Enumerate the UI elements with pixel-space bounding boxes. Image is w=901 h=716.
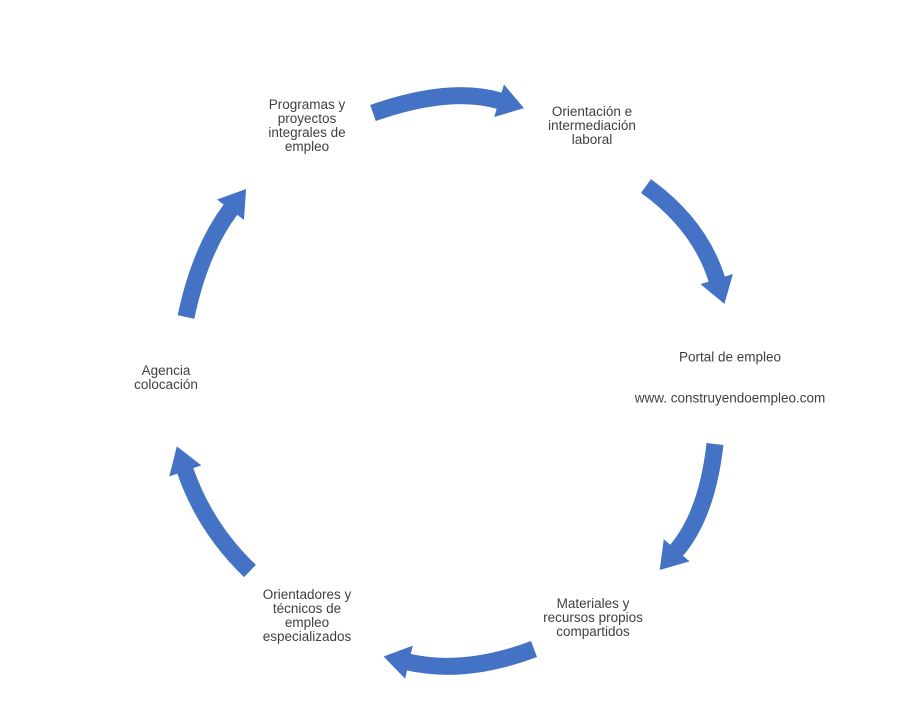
arrow-agencia-to-programas <box>177 189 247 319</box>
node-label-orientacion-intermediacion: Orientación e intermediación laboral <box>548 104 636 147</box>
portal-empleo-title: Portal de empleo <box>678 349 782 365</box>
node-label-programas-proyectos-integrales: Programas y proyectos integrales de empl… <box>268 97 346 154</box>
portal-empleo-url: www. construyendoempleo.com <box>634 390 826 406</box>
node-label-agencia-colocacion: Agencia colocación <box>134 363 198 392</box>
arrow-portal-to-materiales <box>659 443 724 570</box>
node-label-portal-empleo: Portal de empleo www. construyendoempleo… <box>635 337 826 420</box>
arrow-orientacion-to-portal <box>640 179 733 304</box>
arrow-orientadores-to-agencia <box>169 446 256 578</box>
node-label-materiales-recursos: Materiales y recursos propios compartido… <box>543 596 643 639</box>
arrow-programas-to-orientacion <box>370 84 524 122</box>
arrow-materiales-to-orientadores <box>383 641 537 679</box>
node-label-orientadores-tecnicos: Orientadores y técnicos de empleo especi… <box>262 587 352 644</box>
